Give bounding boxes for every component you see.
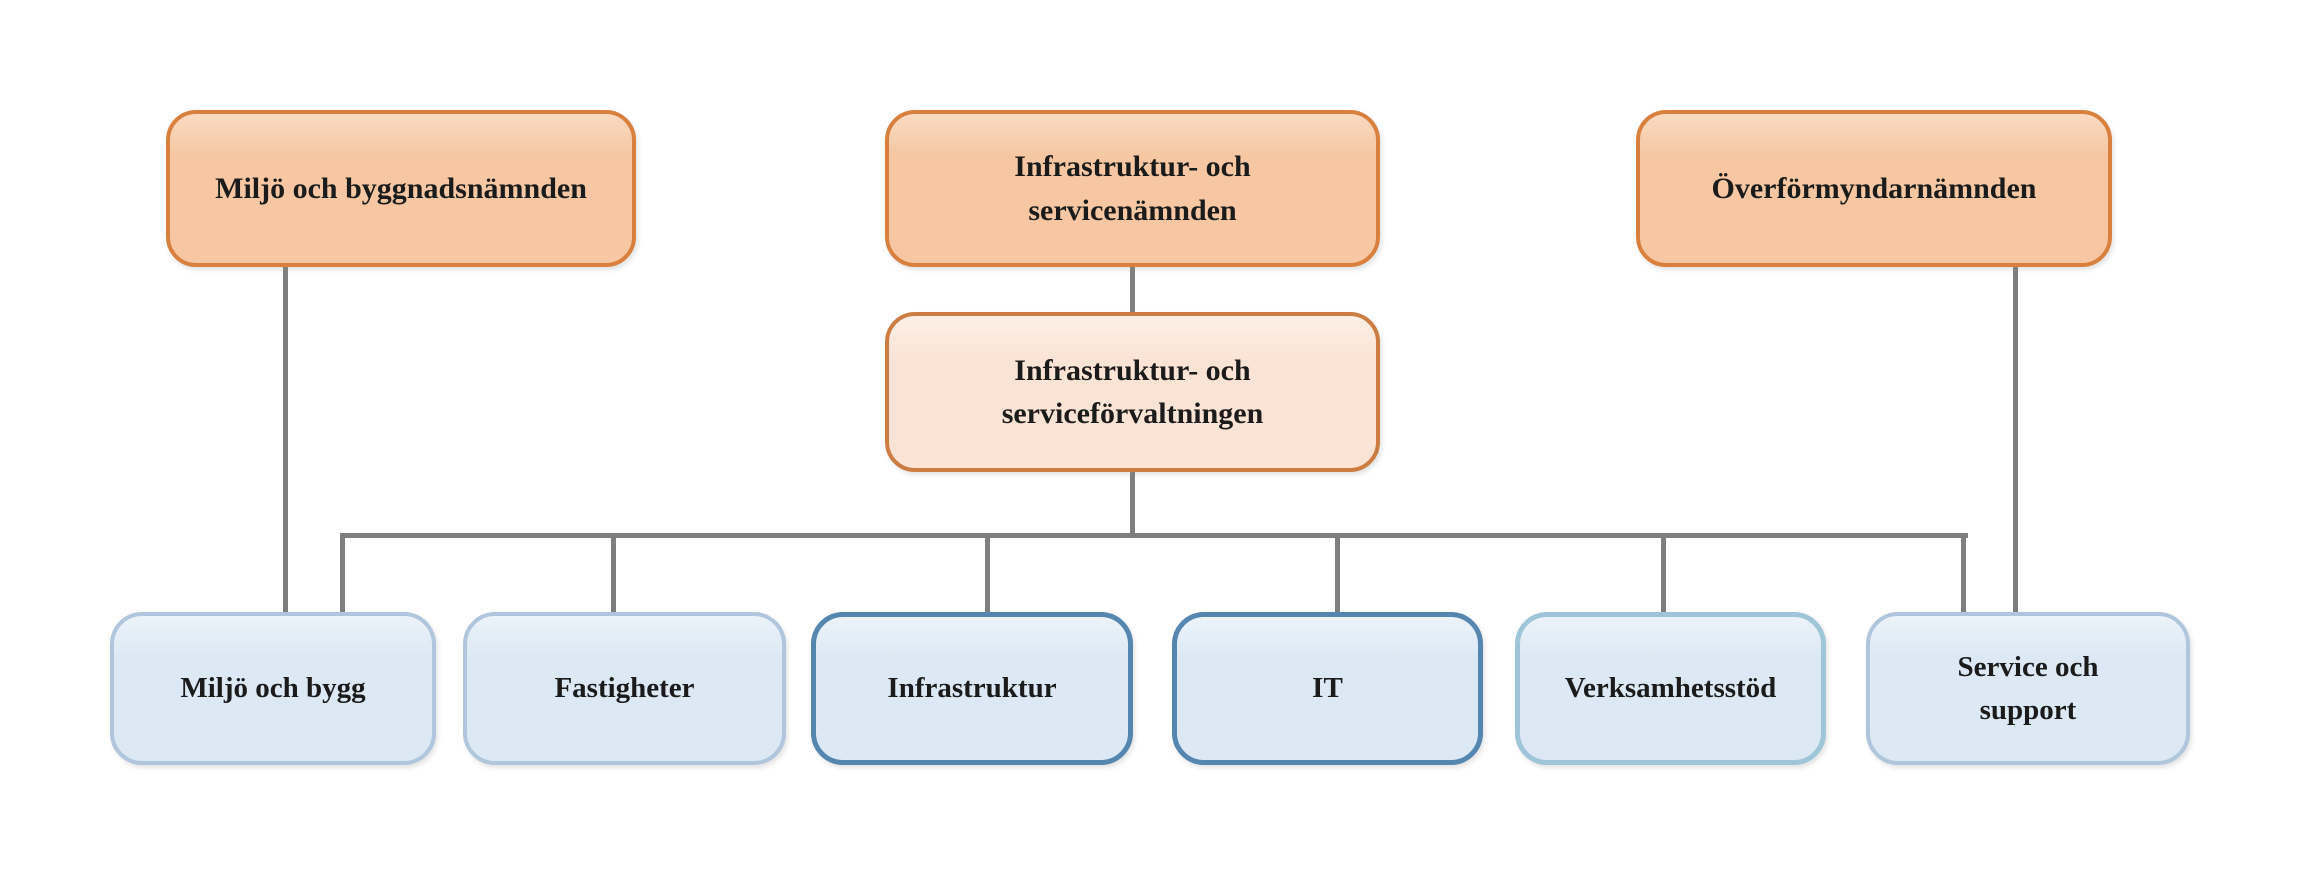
node-service-och-support: Service och support bbox=[1866, 612, 2190, 765]
node-label: Verksamhetsstöd bbox=[1564, 672, 1777, 705]
node-infrastruktur: Infrastruktur bbox=[811, 612, 1133, 765]
node-miljo-och-bygg: Miljö och bygg bbox=[110, 612, 436, 765]
node-label: Infrastruktur- och servicenämnden bbox=[1014, 150, 1251, 227]
node-label: Service och support bbox=[1957, 651, 2099, 726]
node-label: Infrastruktur- och serviceförvaltningen bbox=[1001, 353, 1264, 431]
connector-servicenamnden-to-serviceforvaltningen bbox=[1130, 267, 1135, 312]
node-label: Infrastruktur bbox=[887, 672, 1057, 705]
node-infrastruktur-och-serviceforvaltningen: Infrastruktur- och serviceförvaltningen bbox=[885, 312, 1380, 472]
node-fastigheter: Fastigheter bbox=[463, 612, 786, 765]
node-label: Överförmyndarnämnden bbox=[1711, 171, 2037, 205]
connector-miljo-byggnadsnamnden-to-miljo-och-bygg bbox=[283, 267, 288, 612]
node-miljo-och-byggnadsnamnden: Miljö och byggnadsnämnden bbox=[166, 110, 636, 267]
node-label: Miljö och bygg bbox=[180, 672, 366, 705]
connector-branch-to-it bbox=[1335, 533, 1340, 612]
connector-serviceforvaltningen-to-branch bbox=[1130, 472, 1135, 535]
node-label: Miljö och byggnadsnämnden bbox=[215, 171, 587, 205]
connector-branch-to-infrastruktur bbox=[985, 533, 990, 612]
node-label: Fastigheter bbox=[554, 672, 695, 705]
connector-branch-horizontal bbox=[340, 533, 1968, 538]
node-infrastruktur-och-servicenamnden: Infrastruktur- och servicenämnden bbox=[885, 110, 1380, 267]
connector-branch-to-service-och-support bbox=[1961, 533, 1966, 612]
node-label: IT bbox=[1312, 672, 1343, 705]
node-verksamhetsstod: Verksamhetsstöd bbox=[1515, 612, 1826, 765]
node-it: IT bbox=[1172, 612, 1483, 765]
connector-branch-to-fastigheter bbox=[611, 533, 616, 612]
connector-overformyndarnamnden-to-service-och-support bbox=[2013, 267, 2018, 612]
connector-branch-to-miljo-och-bygg bbox=[340, 533, 345, 612]
node-overformyndarnamnden: Överförmyndarnämnden bbox=[1636, 110, 2112, 267]
connector-branch-to-verksamhetsstod bbox=[1661, 533, 1666, 612]
